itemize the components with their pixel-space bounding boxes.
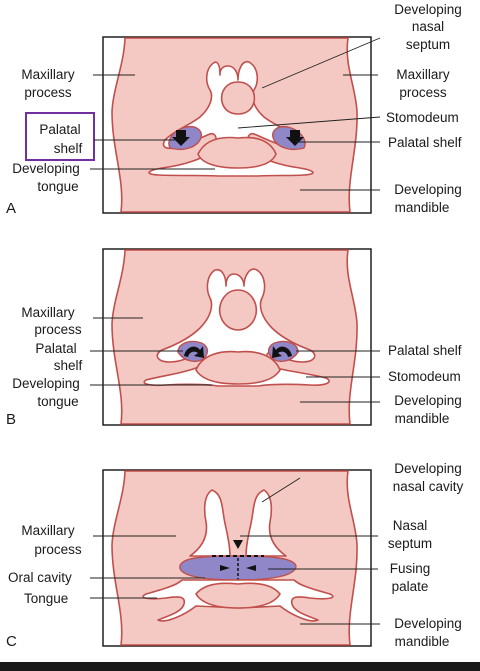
panel-c-arrow-left-icon <box>246 565 256 571</box>
label-c-mandible-1: Developing <box>394 616 462 631</box>
panel-a-nasal-septum <box>220 81 256 115</box>
label-b-tongue-1: Developing <box>12 376 80 391</box>
label-c-maxillary-1: Maxillary <box>21 523 75 538</box>
panel-letter-c: C <box>6 633 17 650</box>
label-b-palatal-shelf-right: Palatal shelf <box>388 343 462 358</box>
panel-a-developing-tongue <box>197 136 277 169</box>
label-a-maxillary-right-1: Maxillary <box>396 67 450 82</box>
label-c-maxillary-2: process <box>34 542 82 557</box>
panel-a-arrow-left-icon <box>172 130 190 146</box>
panel-a-frame <box>102 36 372 214</box>
label-c-oral-cavity: Oral cavity <box>8 570 72 585</box>
label-a-maxillary-right-2: process <box>399 85 447 100</box>
label-c-nasal-septum-1: Nasal <box>393 518 428 533</box>
panel-b-developing-tongue <box>195 350 281 385</box>
label-b-mandible-1: Developing <box>394 393 462 408</box>
panel-a: Developing nasal septum Maxillary proces… <box>6 2 462 217</box>
label-a-mandible-2: mandible <box>395 200 450 215</box>
label-b-palatal-shelf-left-1: Palatal <box>35 341 76 356</box>
label-c-tongue: Tongue <box>24 591 68 606</box>
panel-c-nasal-cavity-right <box>245 489 287 557</box>
label-a-maxillary-left-1: Maxillary <box>21 67 75 82</box>
label-c-nasal-cavity-1: Developing <box>394 461 462 476</box>
label-b-maxillary-2: process <box>34 322 82 337</box>
label-a-tongue-2: tongue <box>37 179 78 194</box>
label-b-palatal-shelf-left-2: shelf <box>54 358 83 373</box>
panel-b-arrow-left-icon <box>184 346 204 358</box>
label-b-tongue-2: tongue <box>37 394 78 409</box>
label-c-nasal-septum-2: septum <box>388 536 432 551</box>
label-a-palatal-shelf-right: Palatal shelf <box>388 135 462 150</box>
panel-letter-a: A <box>6 200 16 217</box>
palatal-shelf-highlight-box <box>25 112 95 161</box>
label-c-fusing-palate-1: Fusing <box>390 561 431 576</box>
panel-c-frame <box>102 469 372 647</box>
panel-b: Maxillary process Palatal shelf Palatal … <box>6 248 462 428</box>
label-a-tongue-1: Developing <box>12 161 80 176</box>
label-b-maxillary-1: Maxillary <box>21 305 75 320</box>
panel-b-arrow-right-icon <box>272 346 292 358</box>
label-c-nasal-cavity-2: nasal cavity <box>393 479 464 494</box>
label-a-palatal-shelf-left-1: Palatal <box>39 122 80 137</box>
label-c-mandible-2: mandible <box>395 634 450 649</box>
label-a-nasal-septum-2: nasal <box>412 19 444 34</box>
label-a-stomodeum: Stomodeum <box>386 110 459 125</box>
panel-a-arrow-right-icon <box>286 130 304 146</box>
panel-c-arrow-right-icon <box>220 565 230 571</box>
label-a-palatal-shelf-left-2: shelf <box>54 141 83 156</box>
bottom-bar <box>0 662 480 671</box>
label-b-mandible-2: mandible <box>395 411 450 426</box>
panel-c-tongue <box>195 582 281 609</box>
label-a-nasal-septum-1: Developing <box>394 2 462 17</box>
label-a-mandible-1: Developing <box>394 182 462 197</box>
panel-b-nasal-septum <box>218 289 258 331</box>
label-b-stomodeum: Stomodeum <box>388 369 461 384</box>
panel-c: Developing nasal cavity Maxillary proces… <box>6 461 464 650</box>
label-a-maxillary-left-2: process <box>24 85 72 100</box>
label-c-fusing-palate-2: palate <box>392 579 429 594</box>
label-a-nasal-septum-3: septum <box>406 37 450 52</box>
panel-letter-b: B <box>6 411 16 428</box>
panel-b-frame <box>102 248 372 426</box>
panel-c-arrow-down-icon <box>233 540 243 549</box>
